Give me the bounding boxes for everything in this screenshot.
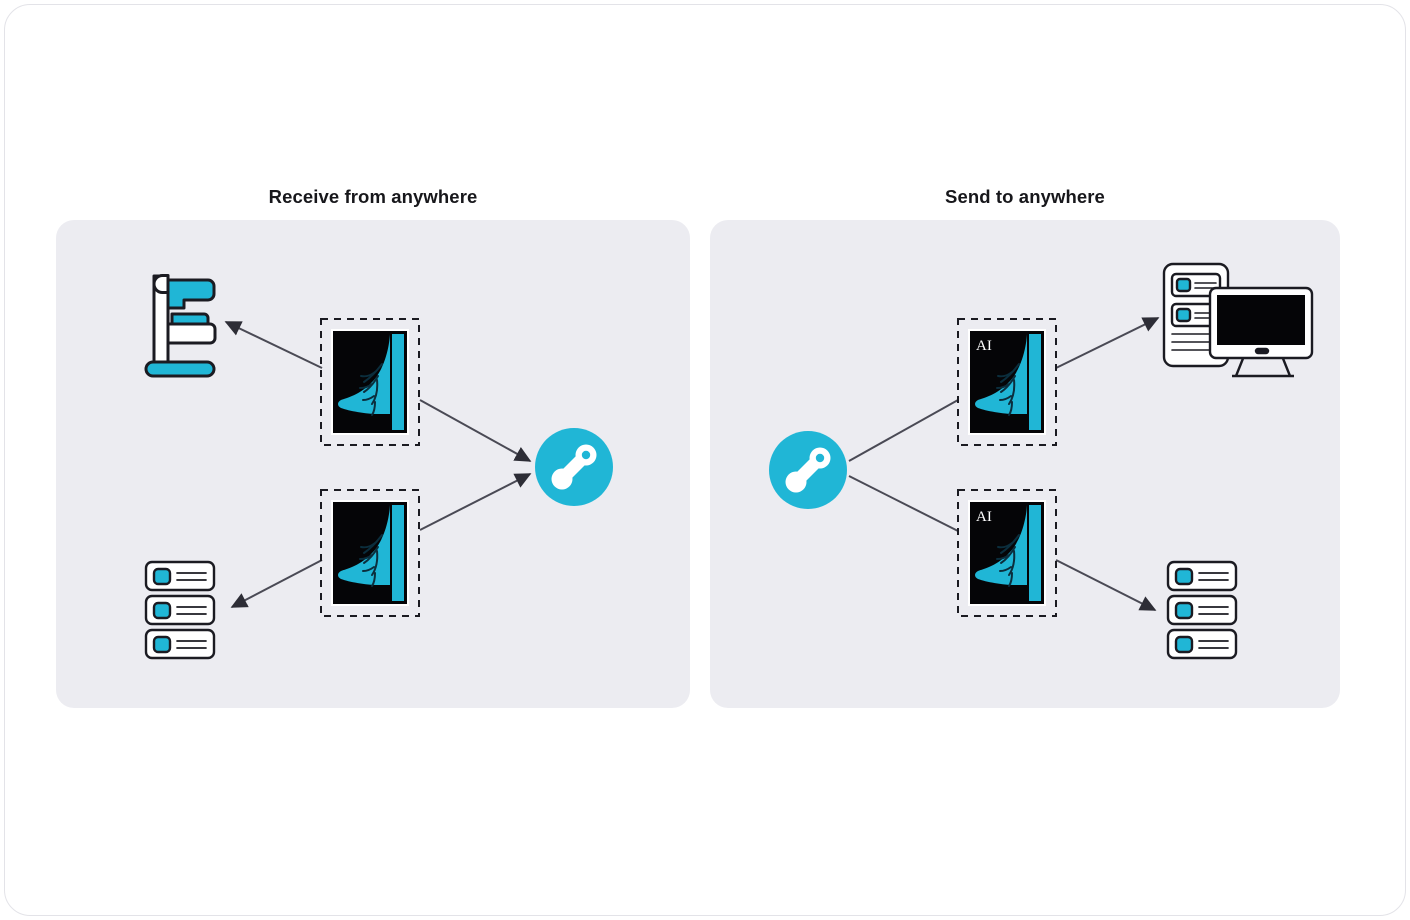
ai-badge-label: AI (976, 509, 992, 525)
mammography-machine-icon (138, 262, 224, 382)
mammogram-scan-icon (320, 318, 420, 446)
ai-badge-label: AI (976, 338, 992, 354)
mammogram-scan-ai-icon: AI (957, 318, 1057, 446)
mammogram-scan-icon (320, 489, 420, 617)
record-list-icon (144, 560, 218, 664)
record-list-icon (1166, 560, 1240, 664)
platform-hub-logo (534, 427, 614, 507)
mammogram-scan-ai-icon: AI (957, 489, 1057, 617)
panel-title-receive: Receive from anywhere (268, 186, 478, 207)
monitor-report-icon (1162, 262, 1314, 380)
panel-title-send: Send to anywhere (945, 186, 1105, 207)
platform-hub-logo (768, 430, 848, 510)
